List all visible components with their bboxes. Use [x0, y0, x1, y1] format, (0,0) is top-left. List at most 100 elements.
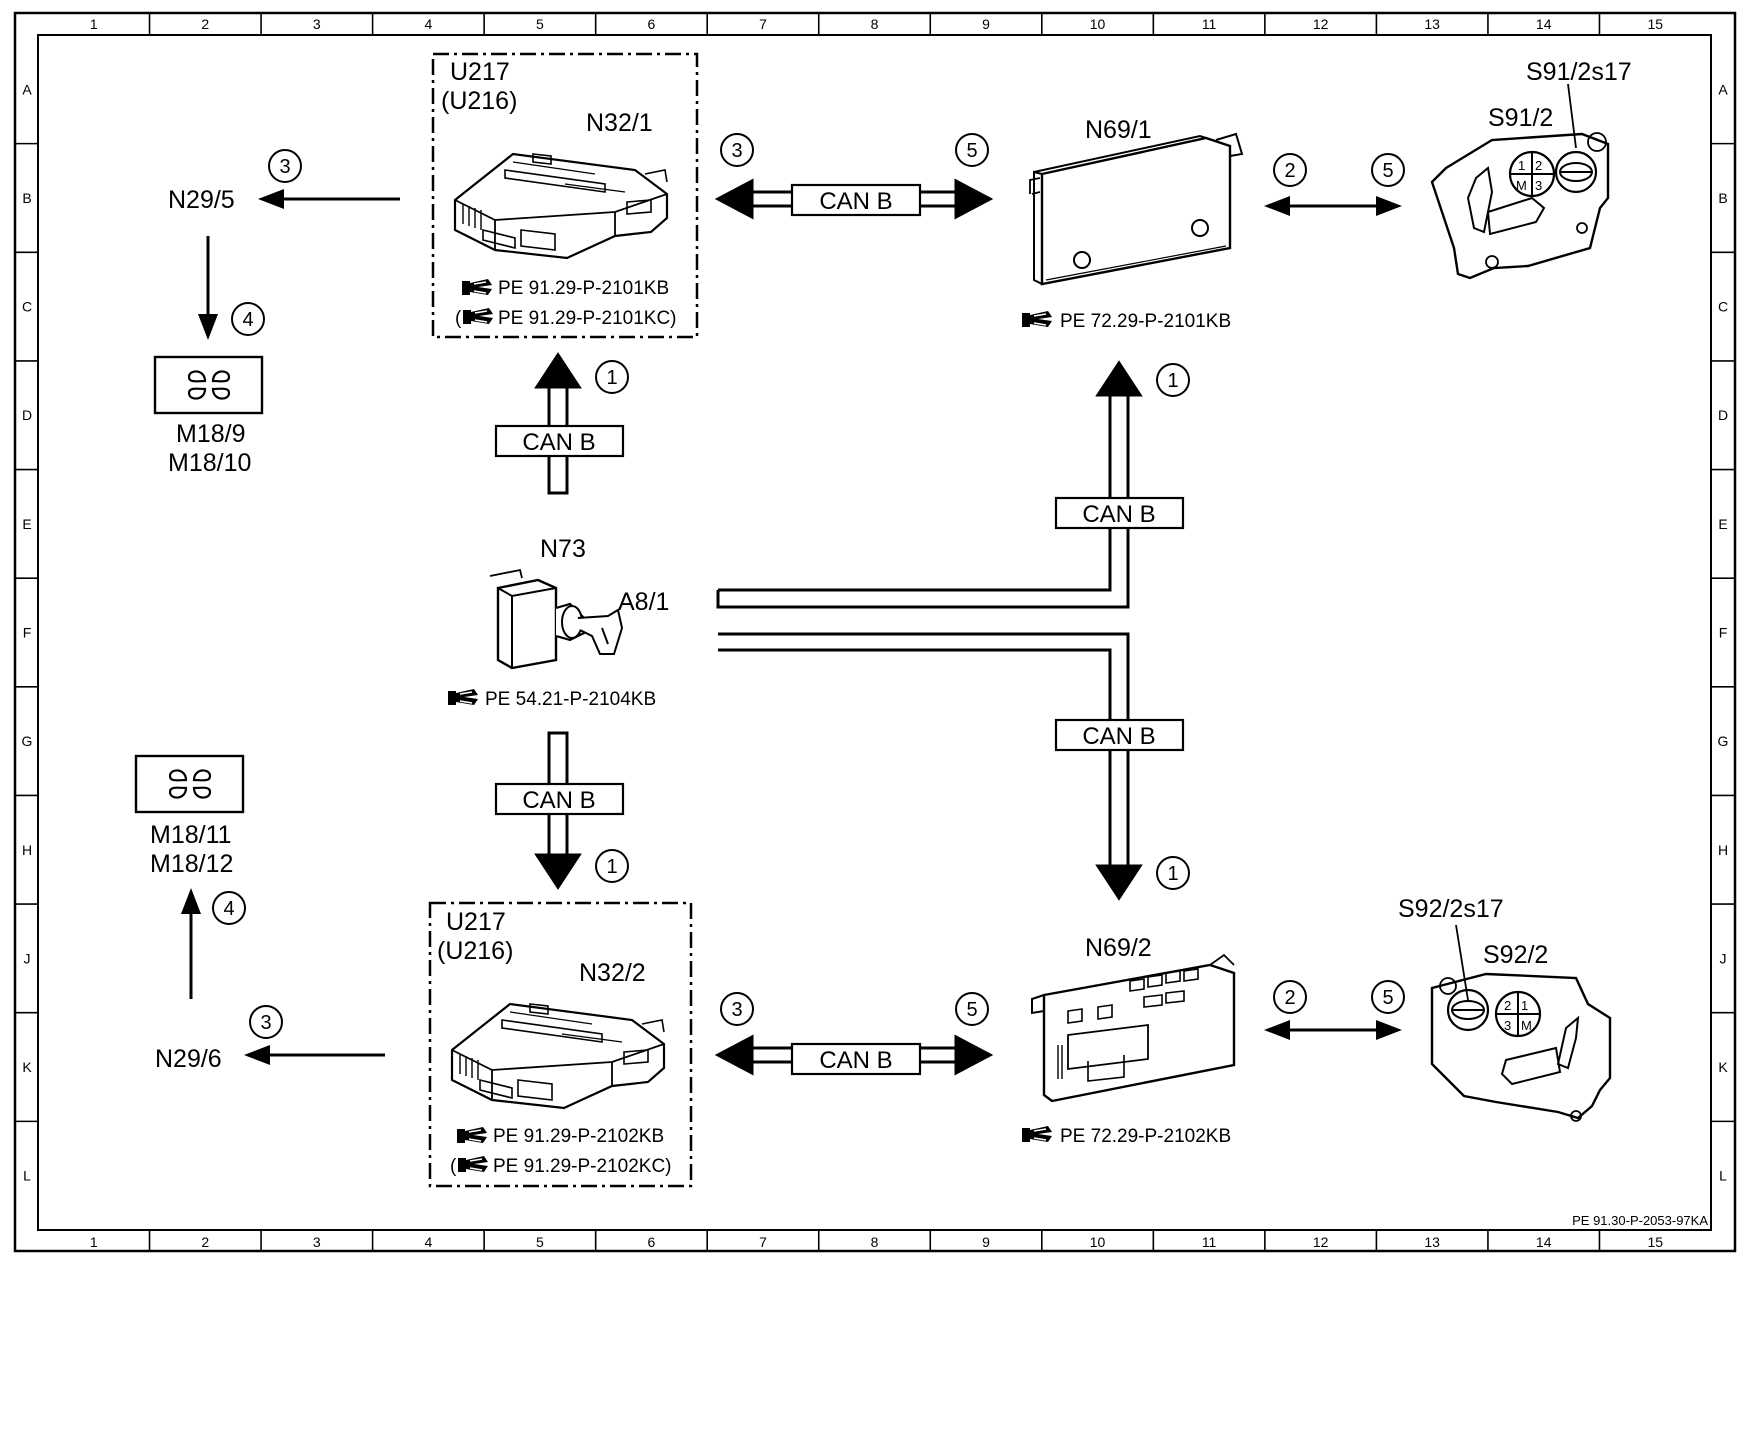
s92-2-memory-m: M — [1521, 1018, 1532, 1033]
s91-2-memory-m: M — [1516, 178, 1527, 193]
s91-2-memory-2: 2 — [1535, 158, 1542, 173]
grid-column-label: 2 — [201, 1234, 209, 1250]
n32-1-group-label: U217 — [450, 58, 510, 86]
n32-2-label: N32/2 — [579, 959, 646, 987]
grid-row-label: J — [1720, 950, 1727, 966]
grid-column-label: 3 — [313, 1234, 321, 1250]
grid-row-label: K — [1718, 1059, 1728, 1075]
n29-5-label: N29/5 — [168, 186, 235, 214]
grid-column-label: 7 — [759, 1234, 767, 1250]
control-unit-n32-1-icon — [453, 152, 669, 260]
signal-markers: 3 4 1 3 5 2 5 1 1 1 4 3 3 5 2 5 — [212, 133, 1405, 1039]
signal-5: 5 — [966, 999, 977, 1021]
s91-2-group: S91/2s17 S91/2 1 2 M 3 — [1430, 58, 1632, 280]
a8-1-label: A8/1 — [618, 588, 669, 616]
book-reference-icon — [461, 278, 493, 296]
n73-ref: PE 54.21-P-2104KB — [485, 689, 656, 710]
grid-column-label: 9 — [982, 16, 990, 32]
grid-row-label: L — [1719, 1168, 1727, 1184]
n69-2-ref: PE 72.29-P-2102KB — [1060, 1126, 1231, 1147]
blower-motor-m18-9-group: M18/9 M18/10 — [153, 355, 264, 477]
s91-2s17-label: S91/2s17 — [1526, 58, 1632, 86]
can-b-label: CAN B — [1082, 501, 1155, 528]
book-reference-icon — [1021, 310, 1053, 328]
grid-column-label: 14 — [1536, 16, 1552, 32]
grid-row-label: A — [1718, 81, 1728, 97]
signal-1: 1 — [1167, 863, 1178, 885]
grid-column-label: 8 — [871, 1234, 879, 1250]
grid-row-label: B — [1718, 190, 1727, 206]
control-unit-n32-2-icon — [450, 1002, 666, 1110]
fan-icon — [187, 370, 231, 400]
n32-2-ref1: PE 91.29-P-2102KB — [493, 1126, 664, 1147]
n32-2-group-label: U217 — [446, 908, 506, 936]
m18-12-label: M18/12 — [150, 850, 233, 878]
grid-column-label: 10 — [1090, 16, 1106, 32]
can-b-label: CAN B — [1082, 723, 1155, 750]
signal-3: 3 — [260, 1012, 271, 1034]
signal-4: 4 — [223, 898, 234, 920]
grid-column-label: 3 — [313, 16, 321, 32]
m18-9-label: M18/9 — [176, 420, 245, 448]
n29-6-label: N29/6 — [155, 1045, 222, 1073]
n32-1-ref1: PE 91.29-P-2101KB — [498, 278, 669, 299]
ignition-switch-icon — [489, 568, 624, 670]
signal-3: 3 — [279, 156, 290, 178]
signal-1: 1 — [606, 856, 617, 878]
grid-column-label: 13 — [1424, 1234, 1440, 1250]
book-reference-icon — [1021, 1125, 1053, 1143]
n73-group: N73 A8/1 PE 54.21-P-2104KB — [447, 535, 669, 710]
can-b-label: CAN B — [819, 188, 892, 215]
s91-2-label: S91/2 — [1488, 104, 1553, 132]
drawing-frame — [13, 11, 1737, 1253]
grid-column-label: 6 — [648, 16, 656, 32]
grid-row-label: F — [23, 625, 32, 641]
grid-row-label: E — [22, 516, 31, 532]
grid-row-label: C — [22, 299, 32, 315]
s92-2s17-label: S92/2s17 — [1398, 895, 1504, 923]
grid-row-label: A — [22, 81, 32, 97]
n69-2-label: N69/2 — [1085, 934, 1152, 962]
grid-labels: 1122334455667788991010111112121313141415… — [22, 16, 1729, 1250]
grid-column-label: 1 — [90, 16, 98, 32]
n32-2-ref2-open: ( — [450, 1156, 457, 1177]
grid-column-label: 12 — [1313, 16, 1329, 32]
s92-2-memory-1: 1 — [1521, 998, 1528, 1013]
grid-column-label: 6 — [648, 1234, 656, 1250]
grid-column-label: 9 — [982, 1234, 990, 1250]
fan-icon — [168, 769, 212, 799]
grid-column-label: 13 — [1424, 16, 1440, 32]
control-unit-n69-1-icon — [1029, 132, 1244, 286]
can-b-label: CAN B — [819, 1047, 892, 1074]
book-reference-icon — [457, 1155, 489, 1173]
can-b-label: CAN B — [522, 429, 595, 456]
grid-row-label: C — [1718, 299, 1728, 315]
grid-column-label: 2 — [201, 16, 209, 32]
signal-2: 2 — [1284, 160, 1295, 182]
s91-2-memory-3: 3 — [1535, 178, 1542, 193]
signal-2: 2 — [1284, 987, 1295, 1009]
n32-1-ref2: PE 91.29-P-2101KC) — [498, 308, 677, 329]
grid-column-label: 11 — [1202, 1234, 1217, 1250]
thin-arrows — [181, 189, 1402, 1065]
seat-switch-s91-2-icon: 1 2 M 3 — [1430, 132, 1610, 280]
s92-2-memory-2: 2 — [1504, 998, 1511, 1013]
n69-2-group: N69/2 PE 72.29-P-2102KB — [1021, 934, 1236, 1147]
n32-2-group: U217 (U216) N32/2 PE 91.29-P-2102KB ( PE… — [428, 901, 693, 1188]
grid-column-label: 15 — [1647, 16, 1663, 32]
grid-row-label: F — [1719, 625, 1728, 641]
grid-row-label: H — [22, 842, 32, 858]
grid-row-label: B — [22, 190, 31, 206]
s92-2-group: S92/2s17 S92/2 2 1 3 M — [1398, 895, 1612, 1122]
document-id: PE 91.30-P-2053-97KA — [1572, 1213, 1708, 1228]
signal-5: 5 — [1382, 160, 1393, 182]
grid-row-label: K — [22, 1059, 32, 1075]
grid-column-label: 5 — [536, 1234, 544, 1250]
grid-column-label: 5 — [536, 16, 544, 32]
n32-1-ref2-open: ( — [455, 308, 462, 329]
n69-1-ref: PE 72.29-P-2101KB — [1060, 311, 1231, 332]
book-reference-icon — [447, 688, 479, 706]
n32-1-label: N32/1 — [586, 109, 653, 137]
grid-column-label: 4 — [424, 1234, 432, 1250]
